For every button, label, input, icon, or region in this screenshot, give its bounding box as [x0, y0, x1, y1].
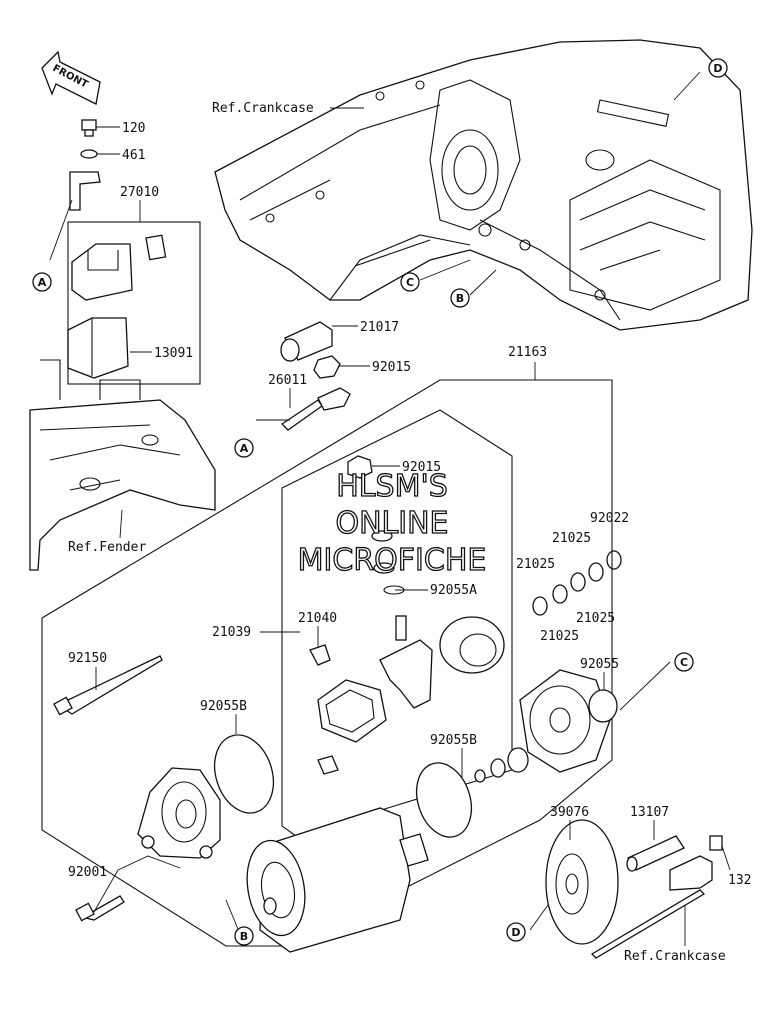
label-13091: 13091 [154, 346, 193, 361]
label-92055B-right: 92055B [430, 733, 477, 748]
callout-a-center: A [234, 438, 254, 458]
starter-frame [41, 362, 613, 947]
label-21163: 21163 [508, 345, 547, 360]
label-92055A: 92055A [430, 583, 477, 598]
watermark-line-2: ONLINE [335, 506, 448, 541]
label-21025-right: 21025 [576, 611, 615, 626]
callout-d-top: D [708, 58, 728, 78]
label-21025-bottom: 21025 [540, 629, 579, 644]
callout-a-left: A [32, 272, 52, 292]
ref-crankcase-top: Ref.Crankcase [212, 101, 314, 116]
svg-text:D: D [713, 62, 722, 75]
label-92015-upper: 92015 [372, 360, 411, 375]
label-132: 132 [728, 873, 751, 888]
label-13107: 13107 [630, 805, 669, 820]
reference-labels: Ref.Crankcase Ref.Fender Ref.Crankcase [68, 101, 726, 964]
label-92022: 92022 [590, 511, 629, 526]
callout-c-right: C [674, 652, 694, 672]
fender-part [29, 359, 216, 571]
long-bolt [53, 655, 163, 716]
crankcase-part [214, 39, 753, 331]
callout-b-top: B [450, 288, 470, 308]
label-92055: 92055 [580, 657, 619, 672]
label-39076: 39076 [550, 805, 589, 820]
svg-text:B: B [456, 292, 464, 305]
starter-gear [545, 819, 619, 945]
svg-text:D: D [511, 926, 520, 939]
svg-text:A: A [240, 442, 249, 455]
label-21017: 21017 [360, 320, 399, 335]
cable-parts [280, 321, 373, 479]
label-21025-top: 21025 [552, 531, 591, 546]
relay-assembly [67, 119, 201, 385]
label-92150: 92150 [68, 651, 107, 666]
callout-b-bottom: B [234, 926, 254, 946]
label-21025-left: 21025 [516, 557, 555, 572]
label-21040: 21040 [298, 611, 337, 626]
ref-fender: Ref.Fender [68, 540, 146, 555]
svg-text:B: B [240, 930, 248, 943]
callout-circles: A A B B C C D D [32, 58, 728, 946]
svg-text:A: A [38, 276, 47, 289]
label-26011: 26011 [268, 373, 307, 388]
callout-d-bottom: D [506, 922, 526, 942]
short-bolt [75, 895, 125, 922]
svg-text:C: C [680, 656, 688, 669]
label-461: 461 [122, 148, 145, 163]
front-arrow-icon: FRONT [41, 50, 101, 105]
watermark: HLSM'S ONLINE MICROFICHE [297, 468, 487, 578]
rear-cover [474, 669, 618, 783]
label-92001: 92001 [68, 865, 107, 880]
svg-text:C: C [406, 276, 414, 289]
washer-stack [532, 550, 622, 616]
label-120: 120 [122, 121, 145, 136]
callout-c-top: C [400, 272, 420, 292]
label-21039: 21039 [212, 625, 251, 640]
watermark-line-1: HLSM'S [336, 469, 448, 504]
brush-holder-frame [281, 409, 513, 837]
label-27010: 27010 [120, 185, 159, 200]
label-92055B-left: 92055B [200, 699, 247, 714]
watermark-line-3: MICROFICHE [298, 543, 487, 578]
o-rings [213, 734, 473, 838]
motor-body [246, 807, 429, 953]
idle-shaft [590, 835, 723, 959]
front-cover [137, 767, 221, 859]
part-labels: 120 461 27010 13091 21017 92015 26011 21… [68, 121, 751, 888]
leader-lines [49, 71, 731, 946]
ref-crankcase-bottom: Ref.Crankcase [624, 949, 726, 964]
label-92015-lower: 92015 [402, 460, 441, 475]
